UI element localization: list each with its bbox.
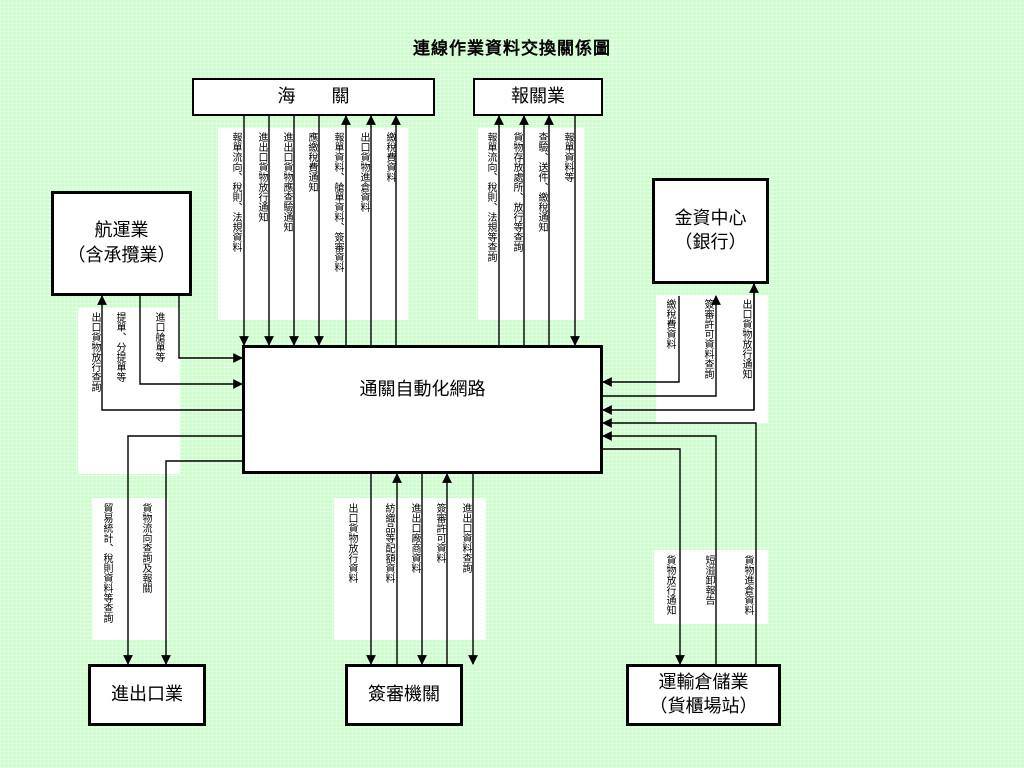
- node-network-label: 通關自動化網路: [359, 379, 486, 400]
- label-approval-1: 出口貨物放行資料: [346, 503, 357, 583]
- flow-importer-2: [161, 460, 242, 665]
- label-finance-2: 簽審許可資料查詢: [702, 299, 713, 379]
- node-customs: 海 關: [192, 78, 435, 116]
- shipping-label-panel: [78, 308, 180, 474]
- label-warehouse-2: 短溢卸報告: [703, 555, 714, 605]
- flow-shipping-3: [178, 296, 243, 363]
- node-shipping-label-2: （含承攬業）: [67, 244, 176, 266]
- flow-shipping-2: [139, 296, 243, 389]
- label-customs-4: 應繳稅費通知: [306, 132, 317, 192]
- label-customs-3: 進出口貨物應查驗通知: [281, 132, 292, 232]
- diagram-title: 連線作業資料交換關係圖: [413, 39, 611, 59]
- flow-importer-1: [123, 435, 242, 665]
- label-finance-1: 繳稅費資料: [664, 299, 675, 349]
- flow-warehouse-2: [602, 431, 717, 664]
- approval-label-panel: [334, 498, 486, 640]
- flow-finance-1: [602, 296, 680, 387]
- label-warehouse-3: 貨物進倉資料: [742, 555, 753, 615]
- node-importer-label: 進出口業: [111, 683, 183, 705]
- label-broker-4: 報單資料等: [562, 132, 573, 182]
- warehouse-label-panel: [654, 550, 768, 624]
- label-customs-1: 報單流向、稅則、法規資料: [230, 132, 241, 252]
- label-importer-1: 貿易統計、稅則資料等查詢: [101, 503, 112, 623]
- label-shipping-2: 提單、分提單等: [114, 312, 125, 382]
- label-broker-1: 報單流向、稅則、法規等查詢: [485, 132, 496, 262]
- node-network: 通關自動化網路: [242, 345, 603, 474]
- broker-label-panel: [478, 128, 584, 320]
- flow-warehouse-3: [602, 418, 757, 664]
- finance-label-panel: [656, 295, 768, 423]
- label-shipping-1: 出口貨物放行查詢: [89, 312, 100, 392]
- label-customs-7: 繳稅費資料: [384, 132, 395, 182]
- node-warehouse-label-1: 運輸倉儲業: [658, 671, 749, 693]
- label-approval-4: 簽審許可資料: [434, 503, 445, 563]
- label-shipping-3: 進口艙單等: [153, 312, 164, 362]
- node-finance: 金資中心 （銀行）: [652, 178, 769, 284]
- node-shipping: 航運業 （含承攬業）: [51, 191, 192, 296]
- flow-warehouse-1: [603, 448, 685, 665]
- node-importer: 進出口業: [88, 664, 206, 726]
- label-customs-5: 報單資料、艙單資料、簽審資料: [332, 132, 343, 272]
- label-approval-2: 紡織品等配額資料: [383, 503, 394, 583]
- node-shipping-label-1: 航運業: [94, 220, 149, 242]
- label-broker-2: 貨物存放處所、放行等查詢: [511, 132, 522, 252]
- node-finance-label-2: （銀行）: [674, 232, 747, 253]
- node-approval: 簽審機關: [345, 664, 463, 726]
- label-customs-6: 出口貨物進倉資料: [358, 132, 369, 212]
- node-finance-label-1: 金資中心: [674, 207, 747, 229]
- importer-label-panel: [92, 498, 168, 640]
- node-broker-label: 報關業: [511, 85, 565, 107]
- node-warehouse: 運輸倉儲業 （貨櫃場站）: [626, 664, 781, 726]
- label-approval-3: 進出口廠商資料: [409, 503, 420, 573]
- flow-finance-2: [603, 295, 721, 397]
- flow-shipping-1: [97, 295, 242, 411]
- customs-label-panel: [218, 128, 408, 320]
- node-broker: 報關業: [473, 78, 603, 116]
- node-customs-label: 海 關: [277, 85, 350, 107]
- node-approval-label: 簽審機關: [368, 683, 440, 705]
- label-customs-2: 進出口貨物放行通知: [256, 132, 267, 222]
- node-warehouse-label-2: （貨櫃場站）: [649, 696, 758, 717]
- label-warehouse-1: 貨物放行通知: [664, 555, 675, 615]
- label-finance-3: 出口貨物放行通知: [740, 299, 751, 379]
- label-approval-5: 進出口資料查詢: [460, 503, 471, 573]
- label-broker-3: 查驗、送件、繳稅通知: [536, 132, 547, 232]
- label-importer-2: 貨物流向查詢及報關: [140, 503, 151, 593]
